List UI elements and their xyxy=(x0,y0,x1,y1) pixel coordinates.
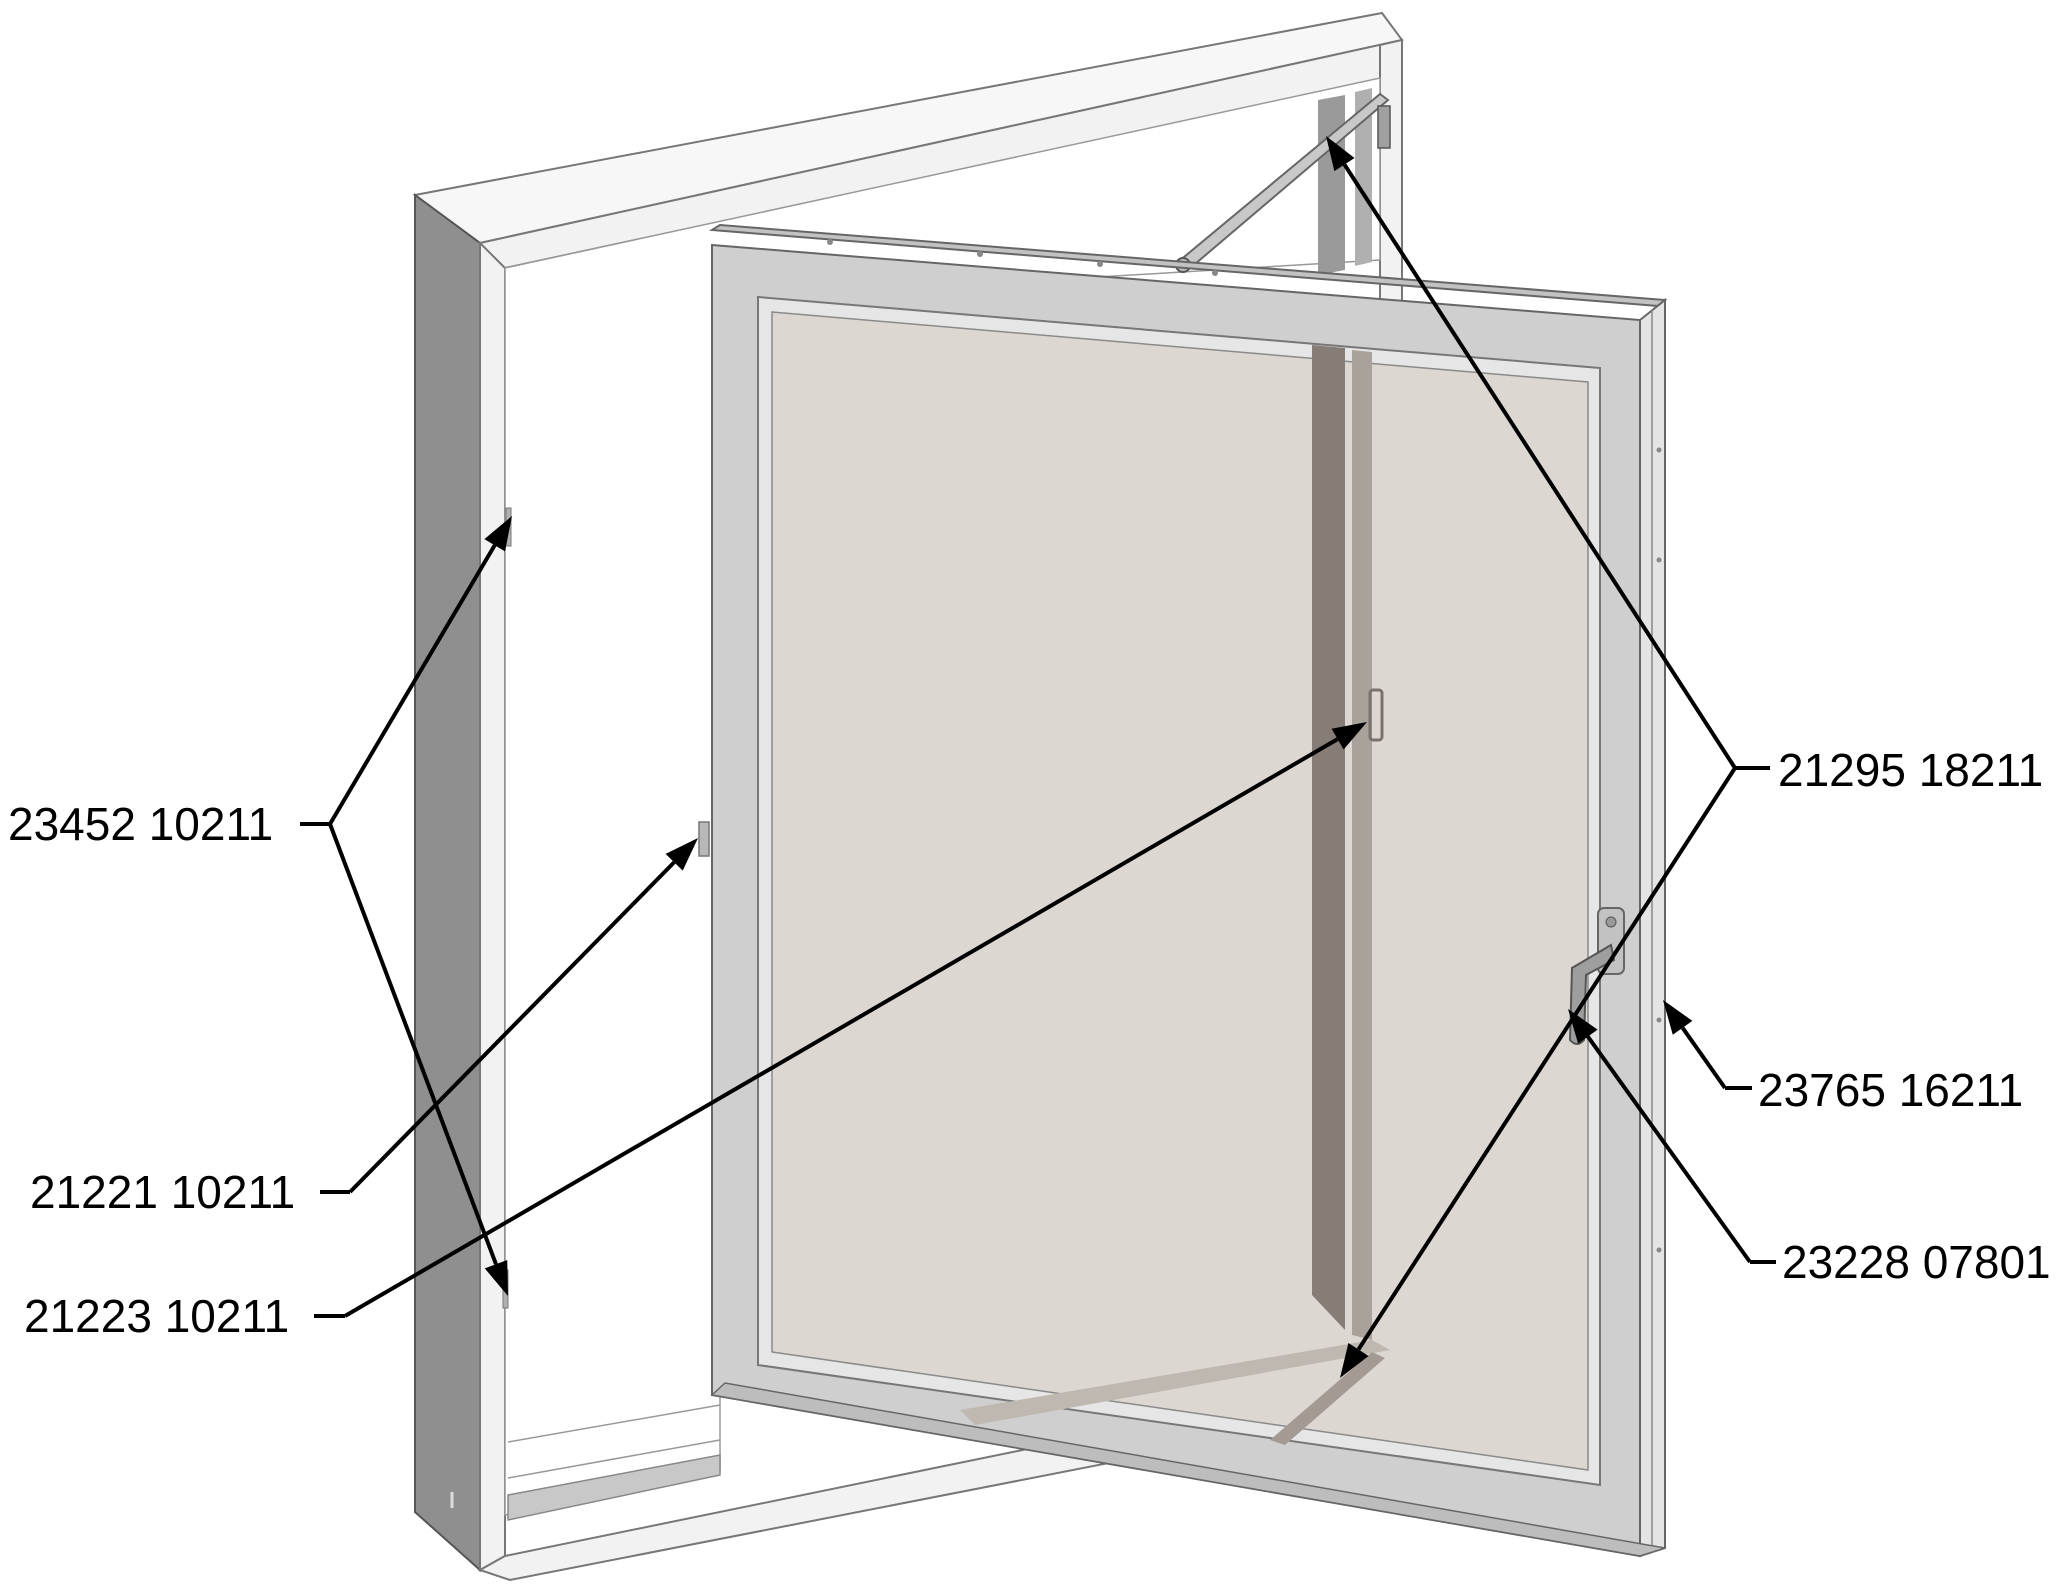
callout-23452-10211: 23452 10211 xyxy=(8,516,512,1296)
leader-line xyxy=(348,860,676,1194)
glass-shadow-jamb-2 xyxy=(1352,350,1372,1340)
glass-pane xyxy=(771,311,1589,1471)
screw-1 xyxy=(827,239,833,245)
handle-screw xyxy=(1605,916,1617,928)
sill-line-2 xyxy=(507,1439,721,1479)
espag-mark-3 xyxy=(1656,1017,1662,1023)
sash xyxy=(698,223,1668,1558)
leader-line xyxy=(1586,1035,1752,1264)
sash-hinge xyxy=(698,821,710,857)
leader-line xyxy=(1356,766,1737,1351)
screw-4 xyxy=(1212,270,1218,276)
glass-shadow-jamb xyxy=(1312,345,1345,1330)
espag-mark-1 xyxy=(1656,447,1662,453)
arrowhead-icon xyxy=(665,838,698,871)
part-number-label: 21221 10211 xyxy=(30,1166,295,1218)
frame-right-jamb xyxy=(1379,38,1403,341)
glass-shadow-sill xyxy=(960,1340,1390,1425)
part-number-label: 21295 18211 xyxy=(1778,744,2043,796)
arrowhead-icon xyxy=(484,516,512,552)
part-number-label: 23765 16211 xyxy=(1758,1064,2023,1116)
screw-2 xyxy=(977,251,983,257)
screw-3 xyxy=(1097,261,1103,267)
part-number-label: 23452 10211 xyxy=(8,798,273,850)
arrowhead-icon xyxy=(1663,1000,1693,1035)
espag-mark-4 xyxy=(1656,1247,1662,1253)
callout-21221-10211: 21221 10211 xyxy=(30,838,698,1218)
outer-frame xyxy=(412,11,1404,1582)
frame-rebate-right xyxy=(1318,95,1345,275)
frame-left-depth xyxy=(414,193,481,1573)
frame-rebate-right-2 xyxy=(1355,88,1372,266)
callout-layer: 23452 10211 21221 10211 21223 10211 21295 1… xyxy=(8,136,2051,1378)
sill-line xyxy=(507,1404,721,1443)
arrowhead-icon xyxy=(1331,722,1367,750)
leader-line xyxy=(343,737,1339,1318)
frame-left-jamb xyxy=(479,236,506,1572)
arrowhead-icon xyxy=(1568,1009,1598,1044)
part-number-label: 21223 10211 xyxy=(24,1290,289,1342)
leader-line xyxy=(328,823,498,1265)
callout-21295-18211: 21295 18211 xyxy=(1326,136,2043,1378)
espag-mark-2 xyxy=(1656,557,1662,563)
part-number-label: 23228 07801 xyxy=(1782,1236,2051,1288)
arrowhead-icon xyxy=(484,1259,508,1296)
leader-line xyxy=(1680,1026,1727,1090)
stay-arm-bracket xyxy=(1377,105,1391,149)
sash-bottom-edge xyxy=(710,1382,1666,1557)
arrowhead-icon xyxy=(1340,1342,1369,1378)
glass-stay-reflection xyxy=(1270,1352,1385,1445)
keep-on-glass xyxy=(1368,688,1384,742)
frame-sill-track xyxy=(507,1454,721,1521)
callout-21223-10211: 21223 10211 xyxy=(24,722,1367,1342)
leader-line xyxy=(1342,163,1737,770)
leader-line xyxy=(328,544,497,826)
callout-23765-16211: 23765 16211 xyxy=(1663,1000,2023,1116)
arrowhead-icon xyxy=(1326,136,1355,172)
callout-23228-07801: 23228 07801 xyxy=(1568,1009,2051,1288)
